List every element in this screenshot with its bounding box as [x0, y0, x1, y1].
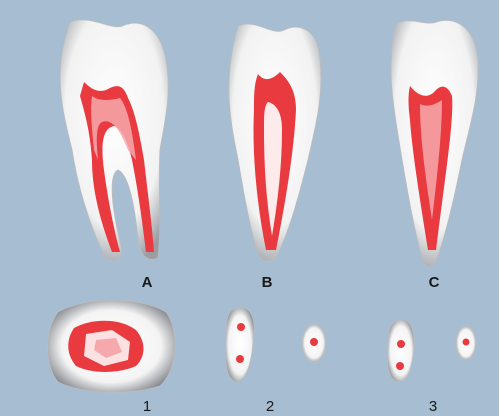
tooth-a [60, 20, 168, 261]
tooth-label-a: A [132, 274, 162, 291]
section-2-left-canal-top [237, 323, 245, 331]
section-3-left-outline [387, 319, 414, 382]
section-2-left-outline [225, 307, 254, 382]
section-2-right-canal [310, 338, 318, 346]
tooth-label-c: C [419, 274, 449, 291]
section-label-1: 1 [132, 398, 162, 415]
tooth-b [229, 24, 321, 262]
section-3-right-canal [463, 339, 470, 346]
section-label-2: 2 [255, 398, 285, 415]
section-2-left-canal-bottom [236, 355, 244, 363]
section-3-left-canal-top [397, 340, 405, 348]
tooth-a-outline [60, 20, 168, 261]
tooth-c [391, 20, 478, 267]
tooth-label-b: B [252, 274, 282, 291]
section-label-3: 3 [418, 398, 448, 415]
section-3 [387, 319, 476, 382]
section-1 [48, 300, 176, 392]
section-3-left-canal-bottom [396, 362, 404, 370]
section-2 [225, 307, 326, 382]
